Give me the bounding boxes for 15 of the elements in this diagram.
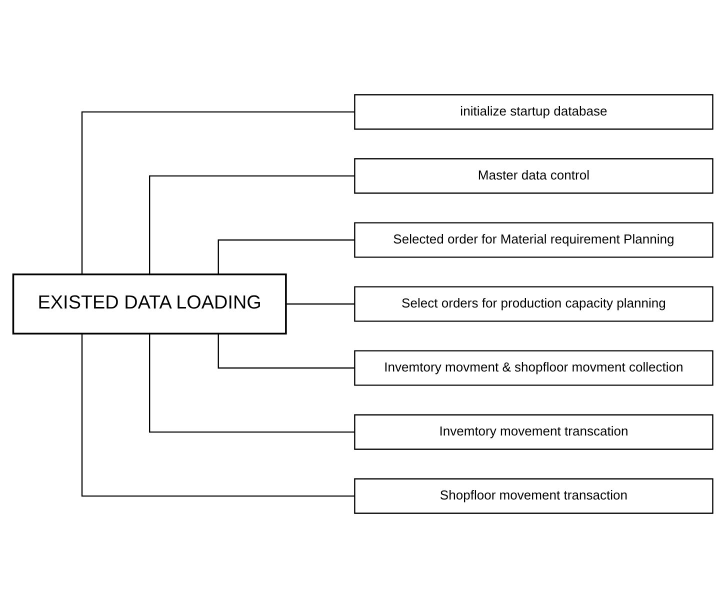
connector xyxy=(149,334,355,433)
connector xyxy=(218,334,354,369)
node-box: Invemtory movment & shopfloor movment collection xyxy=(354,350,714,386)
connector xyxy=(81,334,355,497)
connector xyxy=(149,175,355,274)
node-box: Shopfloor movement transaction xyxy=(354,478,714,514)
connector xyxy=(81,111,355,274)
node-box: Invemtory movement transcation xyxy=(354,414,714,450)
connector xyxy=(286,303,355,305)
node-box: Select orders for production capacity planning xyxy=(354,286,714,322)
node-box: EXISTED DATA LOADING xyxy=(12,273,287,335)
connector xyxy=(218,239,354,274)
node-box: initialize startup database xyxy=(354,94,714,130)
node-box: Master data control xyxy=(354,158,714,194)
node-box: Selected order for Material requirement Planning xyxy=(354,222,714,258)
